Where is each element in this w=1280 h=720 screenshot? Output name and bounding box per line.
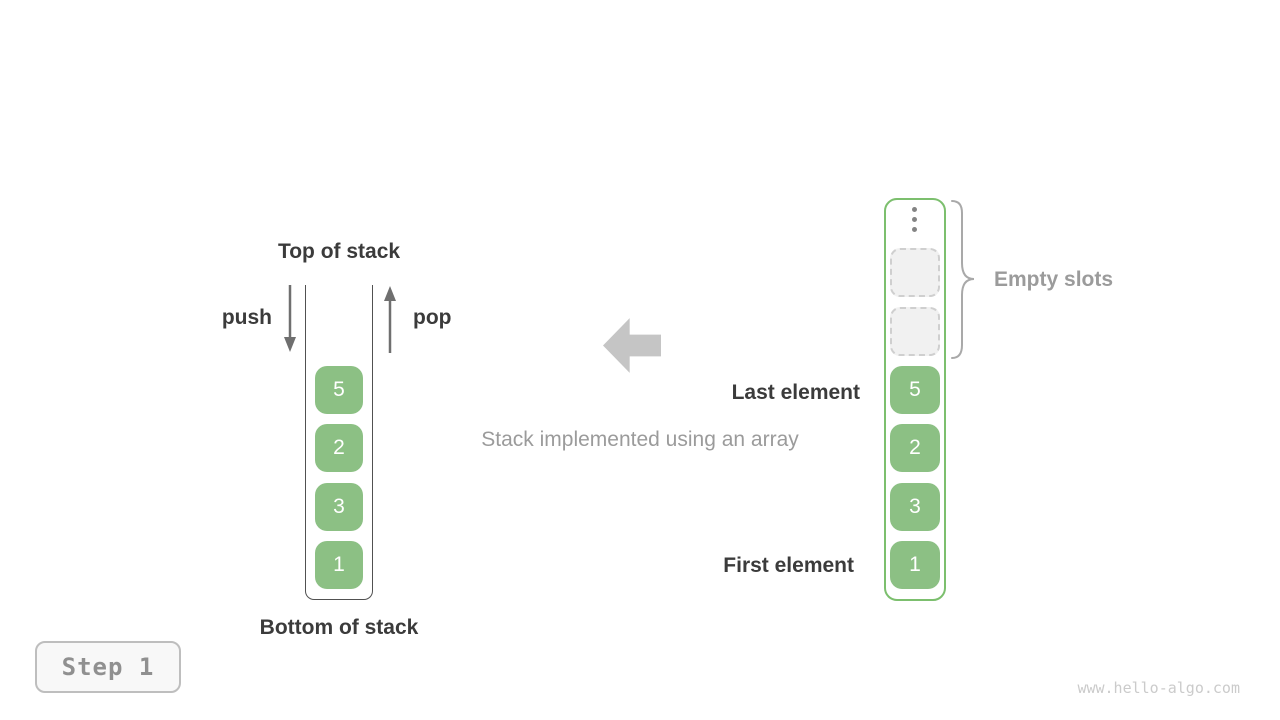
stack-element: 3: [315, 483, 363, 531]
step-badge: Step 1: [35, 641, 181, 693]
empty-slot: [890, 307, 940, 356]
empty-slots-label: Empty slots: [994, 268, 1114, 291]
array-element: 5: [890, 366, 940, 414]
bottom-of-stack-label: Bottom of stack: [259, 616, 419, 639]
last-element-label: Last element: [731, 381, 860, 404]
left-block-arrow-icon: [603, 318, 661, 373]
stack-element: 1: [315, 541, 363, 589]
stack-container: [305, 285, 373, 600]
pop-label: pop: [413, 306, 452, 329]
vertical-ellipsis-icon: [912, 207, 917, 232]
watermark-text: www.hello-algo.com: [1077, 679, 1240, 697]
curly-brace-icon: [951, 200, 975, 359]
empty-slot: [890, 248, 940, 297]
push-down-arrow-icon: [284, 285, 296, 352]
stack-element: 5: [315, 366, 363, 414]
top-of-stack-label: Top of stack: [277, 240, 401, 263]
pop-up-arrow-icon: [384, 286, 396, 353]
diagram-caption: Stack implemented using an array: [481, 428, 799, 451]
push-label: push: [221, 306, 272, 329]
first-element-label: First element: [723, 554, 854, 577]
stack-element: 2: [315, 424, 363, 472]
array-element: 3: [890, 483, 940, 531]
array-element: 1: [890, 541, 940, 589]
array-element: 2: [890, 424, 940, 472]
